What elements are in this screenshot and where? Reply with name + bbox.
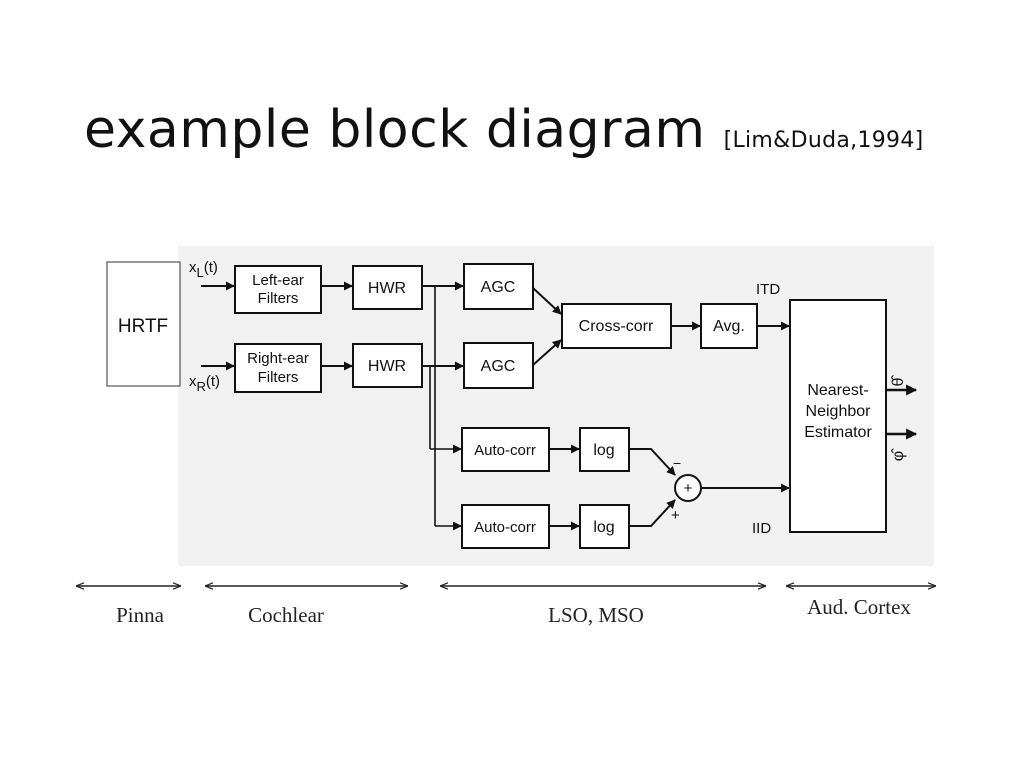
region-label-lso-mso: LSO, MSO [548,603,644,627]
svg-text:+: + [684,480,693,497]
hwr-left-block: HWR [352,265,423,310]
region-label-pinna: Pinna [116,603,165,627]
slide-title: example block diagram [Lim&Duda,1994] [84,100,924,160]
iid-label: IID [752,520,771,537]
left-ear-filters-block: Left-ear Filters [234,265,322,314]
theta-hat-label: θ̂ [890,375,907,387]
hrtf-label: HRTF [118,316,168,337]
arrow-log-2-to-summer [629,499,676,527]
auto-corr-1-block: Auto-corr [461,427,550,472]
svg-text:HWR: HWR [368,358,406,375]
minus-sign: − [673,455,681,471]
agc-bottom-block: AGC [463,342,534,389]
svg-text:AGC: AGC [481,358,516,375]
hrtf-block: HRTF [106,261,181,387]
title-main: example block diagram [84,100,706,160]
right-filters-line2: Filters [258,369,299,386]
cross-corr-block: Cross-corr [561,303,672,349]
title-citation: [Lim&Duda,1994] [723,128,924,153]
svg-text:Nearest-: Nearest- [807,382,868,399]
left-filters-line1: Left-ear [252,272,304,289]
auto-corr-2-block: Auto-corr [461,504,550,549]
right-filters-line1: Right-ear [247,350,309,367]
right-ear-filters-block: Right-ear Filters [234,343,322,393]
svg-text:Estimator: Estimator [804,424,872,441]
svg-text:log: log [593,519,614,536]
region-label-cochlear: Cochlear [248,603,324,627]
svg-text:Cross-corr: Cross-corr [579,318,654,335]
itd-label: ITD [756,281,780,298]
xr-signal-label: xR(t) [189,373,220,394]
log-2-block: log [579,504,630,549]
svg-text:Auto-corr: Auto-corr [474,519,536,536]
agc-top-block: AGC [463,263,534,310]
svg-text:HWR: HWR [368,280,406,297]
phi-hat-label: φ̂ [890,448,907,461]
arrow-agc-top-to-cross-corr [532,287,562,315]
arrow-log-1-to-summer [629,448,676,476]
plus-sign: + [671,507,680,524]
summing-junction: + [674,474,702,502]
region-label-aud-cortex: Aud. Cortex [807,595,911,619]
svg-text:Neighbor: Neighbor [806,403,872,420]
hwr-right-block: HWR [352,343,423,388]
log-1-block: log [579,427,630,472]
avg-block: Avg. [700,303,758,349]
arrow-agc-bottom-to-cross-corr [532,339,562,366]
svg-text:AGC: AGC [481,279,516,296]
svg-text:Avg.: Avg. [713,318,745,335]
svg-text:Auto-corr: Auto-corr [474,442,536,459]
left-filters-line2: Filters [258,290,299,307]
svg-text:log: log [593,442,614,459]
xl-signal-label: xL(t) [189,259,218,280]
nearest-neighbor-estimator-block: Nearest- Neighbor Estimator [789,299,887,533]
